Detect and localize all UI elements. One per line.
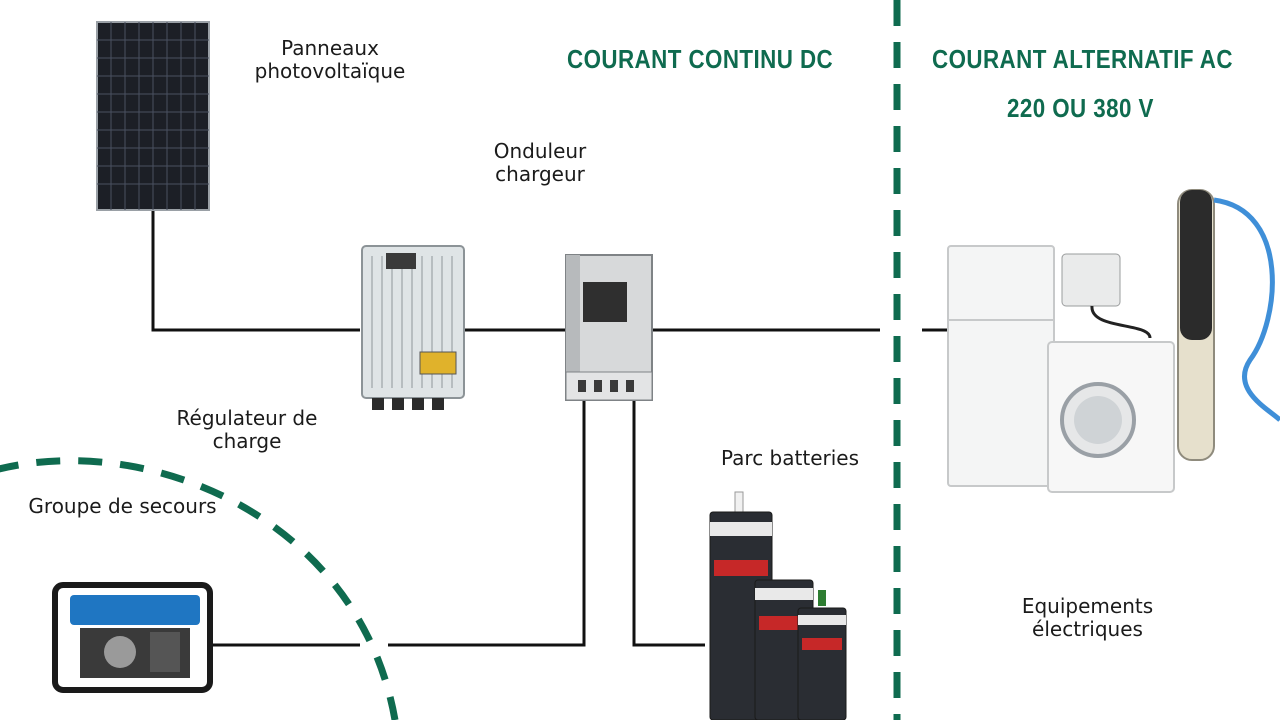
battery-bank-label: Parc batteries [721, 446, 859, 470]
inverter-charger-icon [565, 254, 653, 401]
inverter-charger-label-line2: chargeur [495, 162, 585, 186]
electrical-appliances-icon [947, 189, 1280, 493]
charge-regulator-icon [361, 245, 465, 410]
ac-current-heading: COURANT ALTERNATIF AC [932, 44, 1233, 74]
solar-panels-label-line2: photovoltaïque [254, 59, 406, 83]
solar-panels-label: Panneaux photovoltaïque [230, 37, 430, 83]
electrical-equipment-label: Equipements électriques [995, 595, 1180, 641]
electrical-equipment-label-line2: électriques [1032, 617, 1143, 641]
wiring [151, 210, 948, 647]
solar-panel-icon [96, 21, 210, 211]
battery-bank-icon [709, 491, 847, 720]
charge-regulator-label-line1: Régulateur de [176, 406, 318, 430]
inverter-charger-label-line1: Onduleur [493, 139, 587, 163]
inverter-charger-label: Onduleur chargeur [470, 140, 610, 186]
dc-current-heading: COURANT CONTINU DC [567, 44, 834, 74]
solar-panels-label-line1: Panneaux [281, 36, 379, 60]
electrical-equipment-label-line1: Equipements [1021, 594, 1154, 618]
ac-voltage-heading: 220 OU 380 V [1007, 93, 1154, 123]
charge-regulator-label-line2: charge [212, 429, 282, 453]
charge-regulator-label: Régulateur de charge [152, 407, 342, 453]
backup-generator-icon [52, 582, 213, 693]
backup-generator-label: Groupe de secours [28, 494, 217, 518]
generator-zone-arc [0, 457, 399, 720]
